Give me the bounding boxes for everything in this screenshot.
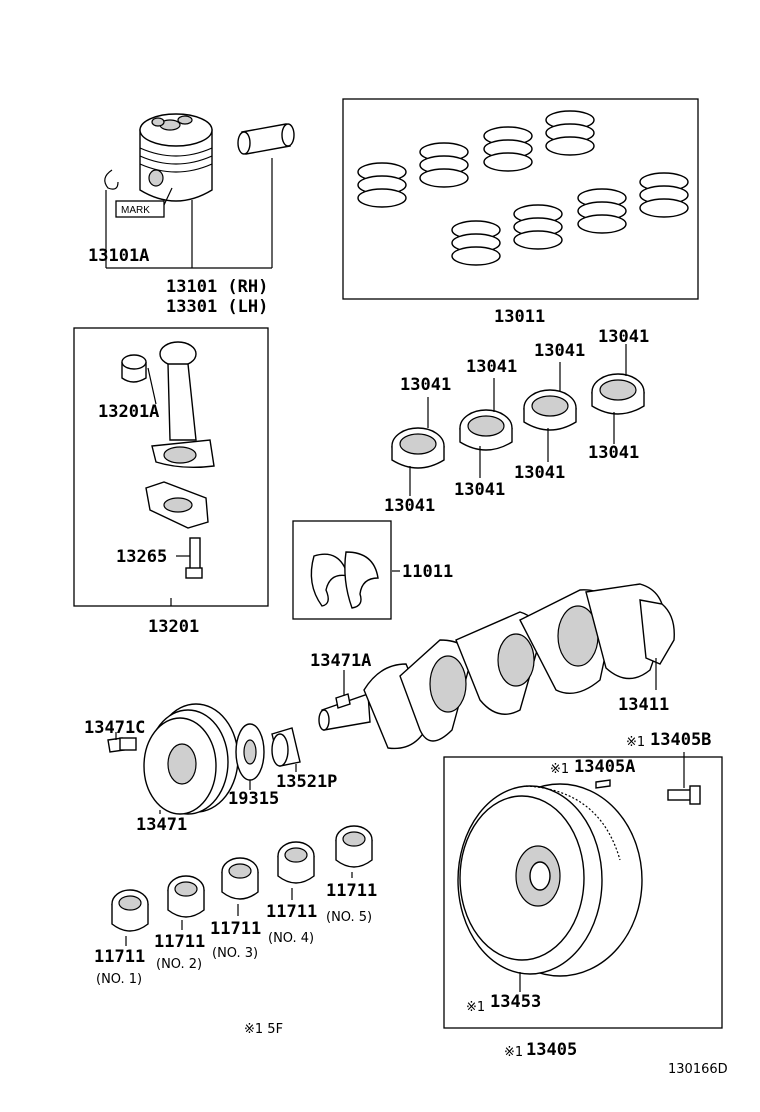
piston-rings-illustration bbox=[357, 110, 689, 266]
label-thrust-washer: 11011 bbox=[402, 562, 453, 582]
label-mark: MARK bbox=[121, 205, 150, 216]
label-main-no2: (NO. 2) bbox=[156, 957, 202, 972]
label-pulley-bolt: 13471C bbox=[84, 718, 145, 738]
label-rod-bearing-5: 13041 bbox=[588, 443, 639, 463]
label-piston-lh: 13301 (LH) bbox=[166, 297, 268, 317]
label-rod-bearing-3: 13041 bbox=[534, 341, 585, 361]
label-main-bearing-1: 11711 bbox=[94, 947, 145, 967]
label-main-no4: (NO. 4) bbox=[268, 931, 314, 946]
label-crank-key: 13471A bbox=[310, 651, 371, 671]
label-rod-bearing-7: 13041 bbox=[454, 480, 505, 500]
label-rod-bearing-4: 13041 bbox=[598, 327, 649, 347]
label-rod-bearing-1: 13041 bbox=[400, 375, 451, 395]
label-main-bearing-4: 11711 bbox=[266, 902, 317, 922]
label-main-no5: (NO. 5) bbox=[326, 910, 372, 925]
label-pilot-bearing: 13521P bbox=[276, 772, 337, 792]
label-timing-gear: 19315 bbox=[228, 789, 279, 809]
label-main-no1: (NO. 1) bbox=[96, 972, 142, 987]
label-flywheel: 13405 bbox=[526, 1040, 577, 1060]
main-bearings-illustration bbox=[111, 825, 373, 946]
thrust-washer-frame bbox=[292, 520, 392, 620]
flywheel-illustration bbox=[457, 752, 701, 992]
note-marker-pin: ※1 bbox=[550, 762, 569, 777]
label-rod-bearing-6: 13041 bbox=[514, 463, 565, 483]
figure-code: 130166D bbox=[668, 1062, 728, 1077]
label-rod-bolt: 13265 bbox=[116, 547, 167, 567]
label-flywheel-pin: 13405A bbox=[574, 757, 635, 777]
label-ring-gear: 13453 bbox=[490, 992, 541, 1012]
label-ring-set: 13011 bbox=[494, 307, 545, 327]
label-main-bearing-5: 11711 bbox=[326, 881, 377, 901]
connecting-rod-illustration bbox=[121, 341, 215, 606]
label-crankshaft: 13411 bbox=[618, 695, 669, 715]
label-main-no3: (NO. 3) bbox=[212, 946, 258, 961]
note-marker-flywheel: ※1 bbox=[504, 1045, 523, 1060]
label-main-bearing-2: 11711 bbox=[154, 932, 205, 952]
label-main-bearing-3: 11711 bbox=[210, 919, 261, 939]
rod-bearings-illustration bbox=[391, 344, 645, 496]
piston-illustration bbox=[104, 113, 295, 269]
label-pulley: 13471 bbox=[136, 815, 187, 835]
crankshaft-illustration bbox=[318, 583, 675, 750]
label-piston-rh: 13101 (RH) bbox=[166, 277, 268, 297]
label-rod-bearing-2: 13041 bbox=[466, 357, 517, 377]
pulley-group-illustration bbox=[107, 703, 301, 815]
label-flywheel-bolt: 13405B bbox=[650, 730, 711, 750]
ring-set-frame bbox=[342, 98, 699, 300]
label-piston-clip: 13101A bbox=[88, 246, 149, 266]
note-marker-ring-gear: ※1 bbox=[466, 1000, 485, 1015]
label-rod-bushing: 13201A bbox=[98, 402, 159, 422]
thrust-washers-illustration bbox=[310, 551, 400, 609]
footnote-text: ※1 5F bbox=[244, 1022, 283, 1037]
note-marker-bolt: ※1 bbox=[626, 735, 645, 750]
label-rod-bearing-8: 13041 bbox=[384, 496, 435, 516]
label-conn-rod: 13201 bbox=[148, 617, 199, 637]
flywheel-frame bbox=[443, 756, 723, 1029]
